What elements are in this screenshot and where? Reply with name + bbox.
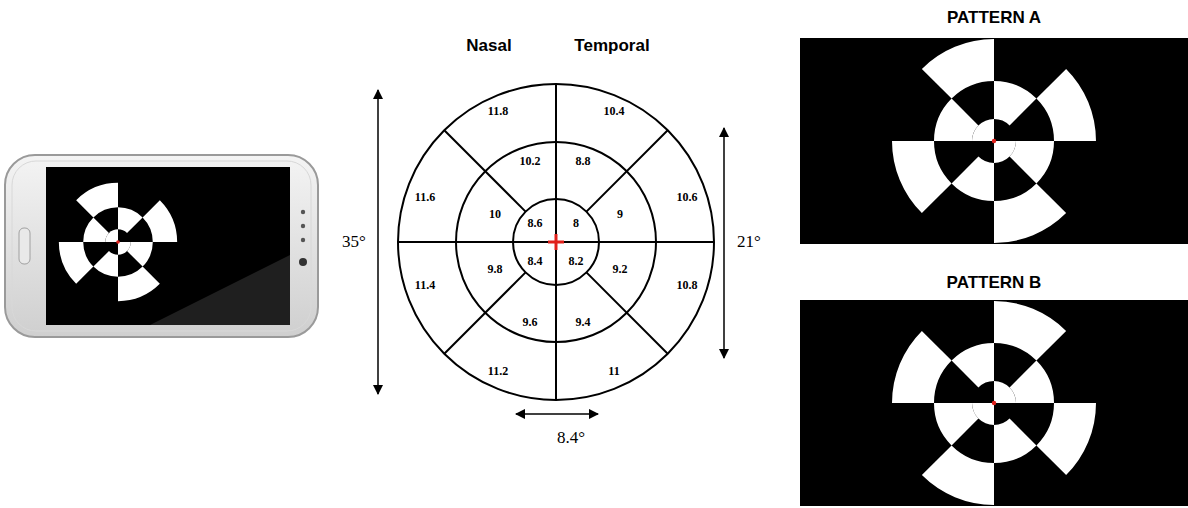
checker-sector bbox=[952, 157, 994, 201]
panel-title: PATTERN B bbox=[947, 274, 1042, 293]
sector-value: 9 bbox=[617, 208, 623, 221]
dimension-label: 35° bbox=[342, 233, 366, 252]
checker-sector bbox=[143, 200, 178, 242]
sector-value: 8.6 bbox=[528, 217, 543, 230]
checker-sector bbox=[1010, 361, 1054, 403]
checker-sector bbox=[922, 445, 994, 505]
checker-sector bbox=[922, 39, 994, 99]
checker-sector bbox=[892, 331, 952, 403]
sector-value: 10.2 bbox=[520, 155, 541, 168]
checker-sector bbox=[93, 251, 118, 277]
checker-sector bbox=[1036, 69, 1096, 141]
panel-title: PATTERN A bbox=[947, 9, 1041, 28]
checker-sector bbox=[994, 81, 1036, 125]
sector-value: 8.8 bbox=[576, 155, 591, 168]
sector-value: 8 bbox=[573, 217, 579, 230]
checker-sector bbox=[994, 381, 1016, 403]
sector-value: 11.6 bbox=[415, 191, 435, 204]
checker-sector bbox=[1010, 141, 1054, 183]
fixation-cross bbox=[548, 234, 564, 250]
checker-sector bbox=[59, 242, 94, 284]
checker-sector bbox=[934, 403, 978, 445]
dimension-label: 8.4° bbox=[557, 429, 585, 448]
fixation-dot bbox=[992, 401, 996, 405]
sector-value: 11.2 bbox=[488, 365, 508, 378]
fixation-dot bbox=[116, 240, 120, 244]
checker-sector bbox=[952, 343, 994, 387]
checker-sector bbox=[118, 207, 143, 233]
checker-sector bbox=[1036, 403, 1096, 475]
sector-value: 11.8 bbox=[488, 105, 508, 118]
sector-value: 10.4 bbox=[604, 105, 625, 118]
sector-value: 10 bbox=[489, 208, 501, 221]
sector-value: 9.8 bbox=[488, 263, 503, 276]
checker-sector bbox=[994, 301, 1066, 361]
sector-map bbox=[398, 84, 714, 400]
sector-value: 8.2 bbox=[569, 255, 584, 268]
phone-illustration bbox=[5, 155, 318, 337]
checker-sector bbox=[994, 183, 1066, 243]
sector-value: 11 bbox=[608, 365, 619, 378]
sector-value: 9.6 bbox=[523, 316, 538, 329]
checker-sector bbox=[118, 267, 160, 302]
pattern-panels bbox=[800, 38, 1188, 506]
dimension-arrows bbox=[378, 90, 724, 414]
sector-value: 10.8 bbox=[677, 279, 698, 292]
region-label: Nasal bbox=[466, 37, 511, 56]
checker-sector bbox=[83, 217, 109, 242]
sector-value: 9.2 bbox=[613, 263, 628, 276]
sector-value: 10.6 bbox=[677, 191, 698, 204]
sector-value: 11.4 bbox=[415, 279, 435, 292]
checker-sector bbox=[994, 419, 1036, 463]
region-label: Temporal bbox=[574, 37, 649, 56]
checker-sector bbox=[127, 242, 153, 267]
dimension-label: 21° bbox=[737, 233, 761, 252]
checker-sector bbox=[934, 99, 978, 141]
checker-sector bbox=[76, 183, 118, 218]
sector-value: 8.4 bbox=[528, 255, 543, 268]
checker-sector bbox=[892, 141, 952, 213]
sector-value: 9.4 bbox=[576, 316, 591, 329]
fixation-dot bbox=[992, 139, 996, 143]
